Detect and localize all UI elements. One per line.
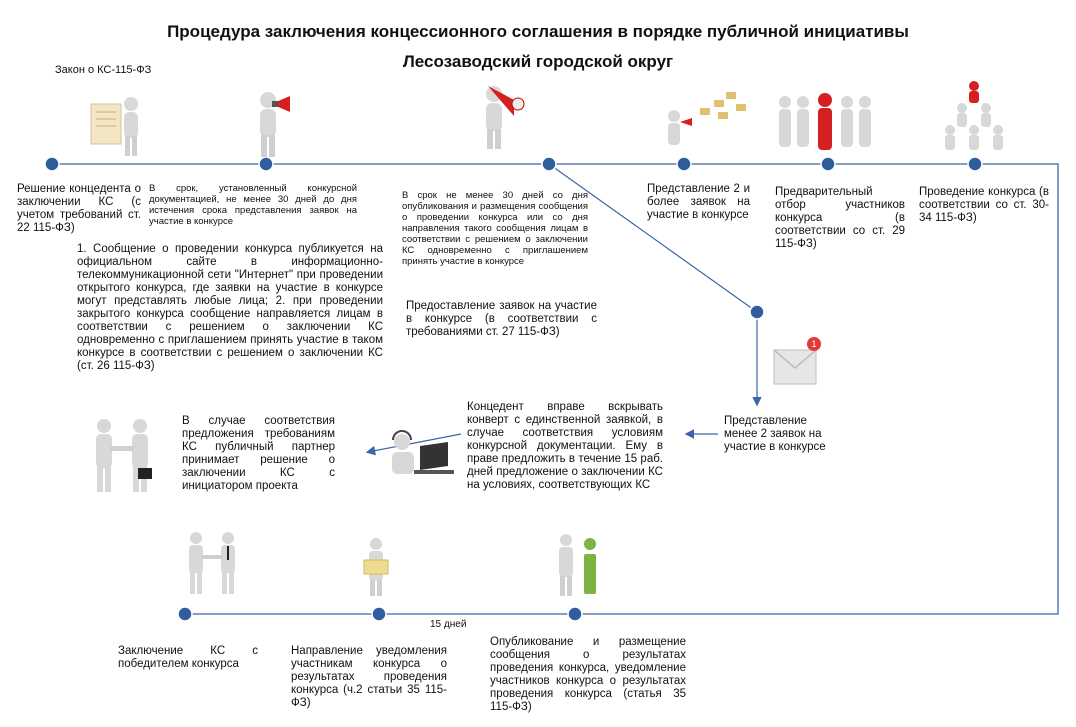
red-megaphone-figure-icon xyxy=(486,86,525,149)
bottom-step-3-text: Опубликование и размещение сообщения о р… xyxy=(490,636,686,713)
arrow-to-partner xyxy=(365,433,462,456)
node-2 xyxy=(258,156,274,172)
notification-badge-text: 1 xyxy=(811,339,816,349)
node-4 xyxy=(676,156,692,172)
handshake-figure-icon xyxy=(96,419,152,492)
less-two-applications-text: Представление менее 2 заявок на участие … xyxy=(724,415,826,453)
node-6 xyxy=(967,156,983,172)
human-pyramid-figure-icon xyxy=(945,81,1003,150)
notice-letter-figure-icon xyxy=(363,538,389,596)
group-selection-figure-icon xyxy=(779,93,871,150)
node-1 xyxy=(44,156,60,172)
node-3 xyxy=(541,156,557,172)
sending-envelopes-figure-icon xyxy=(668,92,746,145)
days-label: 15 дней xyxy=(430,619,467,630)
bottom-step-1-text: Заключение КС с победителем конкурса xyxy=(118,645,258,670)
single-envelope-text: Концедент вправе вскрывать конверт с еди… xyxy=(467,401,663,491)
step-4-text: Представление 2 и более заявок на участи… xyxy=(647,183,750,221)
laptop-operator-figure-icon xyxy=(392,430,454,474)
partner-decision-text: В случае соответствия предложения требов… xyxy=(182,415,335,492)
handshake-small-figure-icon xyxy=(189,532,235,594)
megaphone-figure-icon xyxy=(260,92,290,157)
law-document-figure-icon xyxy=(90,97,138,156)
envelope-notification-icon: 1 xyxy=(773,337,821,385)
branch-line xyxy=(548,163,758,313)
node-bottom-3 xyxy=(567,606,583,622)
page-subtitle: Лесозаводский городской округ xyxy=(402,52,674,71)
notice-text: 1. Сообщение о проведении конкурса публи… xyxy=(77,243,383,372)
law-label: Закон о КС-115-ФЗ xyxy=(55,64,152,76)
step-6-text: Проведение конкурса (в соответствии со с… xyxy=(919,186,1049,224)
step-1-text: Решение концедента о заключении КС (с уч… xyxy=(17,183,141,234)
step-2-text: В срок, установленный конкурсной докумен… xyxy=(149,183,357,227)
node-bottom-2 xyxy=(371,606,387,622)
info-figure-icon xyxy=(559,534,596,596)
step-5-text: Предварительный отбор участников конкурс… xyxy=(775,186,905,250)
bottom-step-2-text: Направление уведомления участникам конку… xyxy=(291,645,447,709)
node-5 xyxy=(820,156,836,172)
applications-text: Предоставление заявок на участие в конку… xyxy=(406,300,597,338)
step-3-text: В срок не менее 30 дней со дня опубликов… xyxy=(402,190,588,267)
node-bottom-1 xyxy=(177,606,193,622)
page-title: Процедура заключения концессионного согл… xyxy=(167,22,909,41)
node-branch xyxy=(749,304,765,320)
